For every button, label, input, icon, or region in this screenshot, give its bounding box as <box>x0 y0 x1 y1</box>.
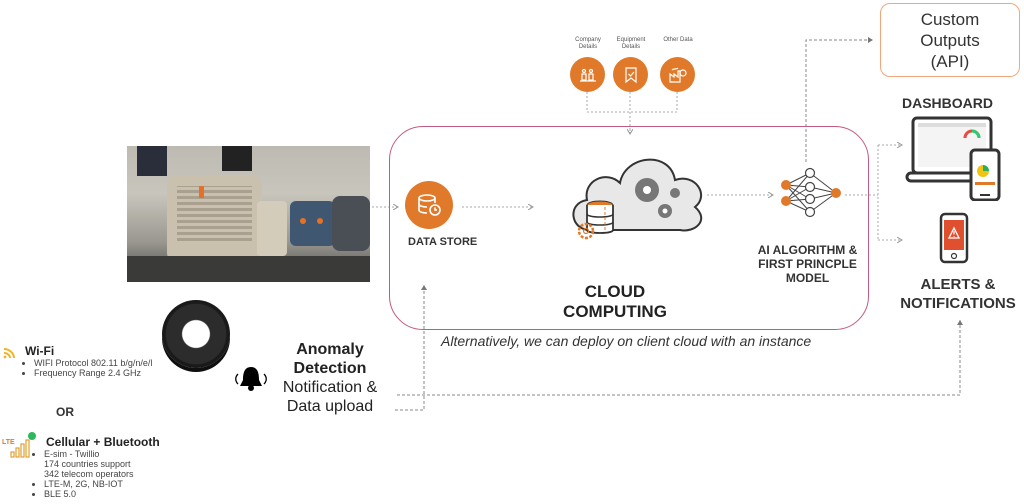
or-label: OR <box>56 405 74 419</box>
esim-spec: E-sim - Twillio <box>44 449 100 459</box>
wifi-spec-item: WIFI Protocol 802.11 b/g/n/e/l <box>34 358 152 368</box>
cellular-spec-item: LTE-M, 2G, NB-IOT <box>44 479 134 489</box>
data-store-label: DATA STORE <box>408 236 478 248</box>
ai-label-line1: AI ALGORITHM & <box>757 243 858 257</box>
lte-badge: LTE <box>2 439 15 446</box>
alert-phone-icon <box>939 212 969 269</box>
ai-label-line2: FIRST PRINCPLE <box>758 257 857 271</box>
alerts-line1: ALERTS & <box>920 276 996 293</box>
countries-spec: 174 countries support <box>44 459 131 469</box>
cellular-title: Cellular + Bluetooth <box>46 435 160 449</box>
lte-signal-icon: LTE <box>2 432 38 458</box>
custom-outputs-line2: Outputs <box>920 30 980 50</box>
alerts-notifications-label: ALERTS & NOTIFICATIONS <box>893 275 1023 313</box>
ai-algorithm-label: AI ALGORITHM & FIRST PRINCPLE MODEL <box>740 243 875 285</box>
wifi-specs: WIFI Protocol 802.11 b/g/n/e/l Frequency… <box>20 358 152 378</box>
dashboard-devices-icon <box>905 116 1005 206</box>
company-icon <box>570 57 605 92</box>
alerts-line2: NOTIFICATIONS <box>900 295 1016 312</box>
factory-icon <box>660 57 695 92</box>
anomaly-line2: Detection <box>293 360 367 377</box>
input-label-company: Company Details <box>575 37 601 50</box>
anomaly-detection-block: Anomaly Detection Notification & Data up… <box>270 340 390 416</box>
cellular-specs: E-sim - Twillio 174 countries support 34… <box>30 449 134 499</box>
arrow-notify-to-alerts <box>397 320 963 396</box>
wifi-spec-item: Frequency Range 2.4 GHz <box>34 368 152 378</box>
anomaly-line1: Anomaly <box>296 341 364 358</box>
custom-outputs-api-box: Custom Outputs (API) <box>880 3 1020 77</box>
input-label-other: Other Data <box>663 37 693 43</box>
notify-line1: Notification & <box>282 379 378 396</box>
neural-network-icon <box>780 165 842 225</box>
cellular-spec-item: E-sim - Twillio 174 countries support 34… <box>44 449 134 479</box>
dashboard-label: DASHBOARD <box>902 95 993 111</box>
data-store-icon <box>405 181 453 229</box>
custom-outputs-line1: Custom <box>920 9 980 29</box>
cellular-spec-item: BLE 5.0 <box>44 489 134 499</box>
notify-line2: Data upload <box>286 398 374 415</box>
wifi-icon <box>2 345 18 364</box>
operators-spec: 342 telecom operators <box>44 469 134 479</box>
bell-ringing-icon <box>234 364 268 399</box>
client-cloud-footnote: Alternatively, we can deploy on client c… <box>441 333 812 349</box>
cloud-icon <box>565 145 710 250</box>
bookmark-check-icon <box>613 57 648 92</box>
cloud-title-line2: COMPUTING <box>563 302 667 321</box>
sensor-device-image <box>162 300 230 368</box>
cloud-computing-container <box>389 126 869 330</box>
custom-outputs-line3: (API) <box>930 51 970 71</box>
cloud-computing-title: CLOUD COMPUTING <box>560 282 670 322</box>
input-label-equipment: Equipment Details <box>616 37 646 50</box>
cloud-title-line1: CLOUD <box>584 282 646 301</box>
wifi-title: Wi-Fi <box>25 344 55 358</box>
equipment-photo <box>127 146 370 282</box>
ai-label-line3: MODEL <box>785 271 830 285</box>
